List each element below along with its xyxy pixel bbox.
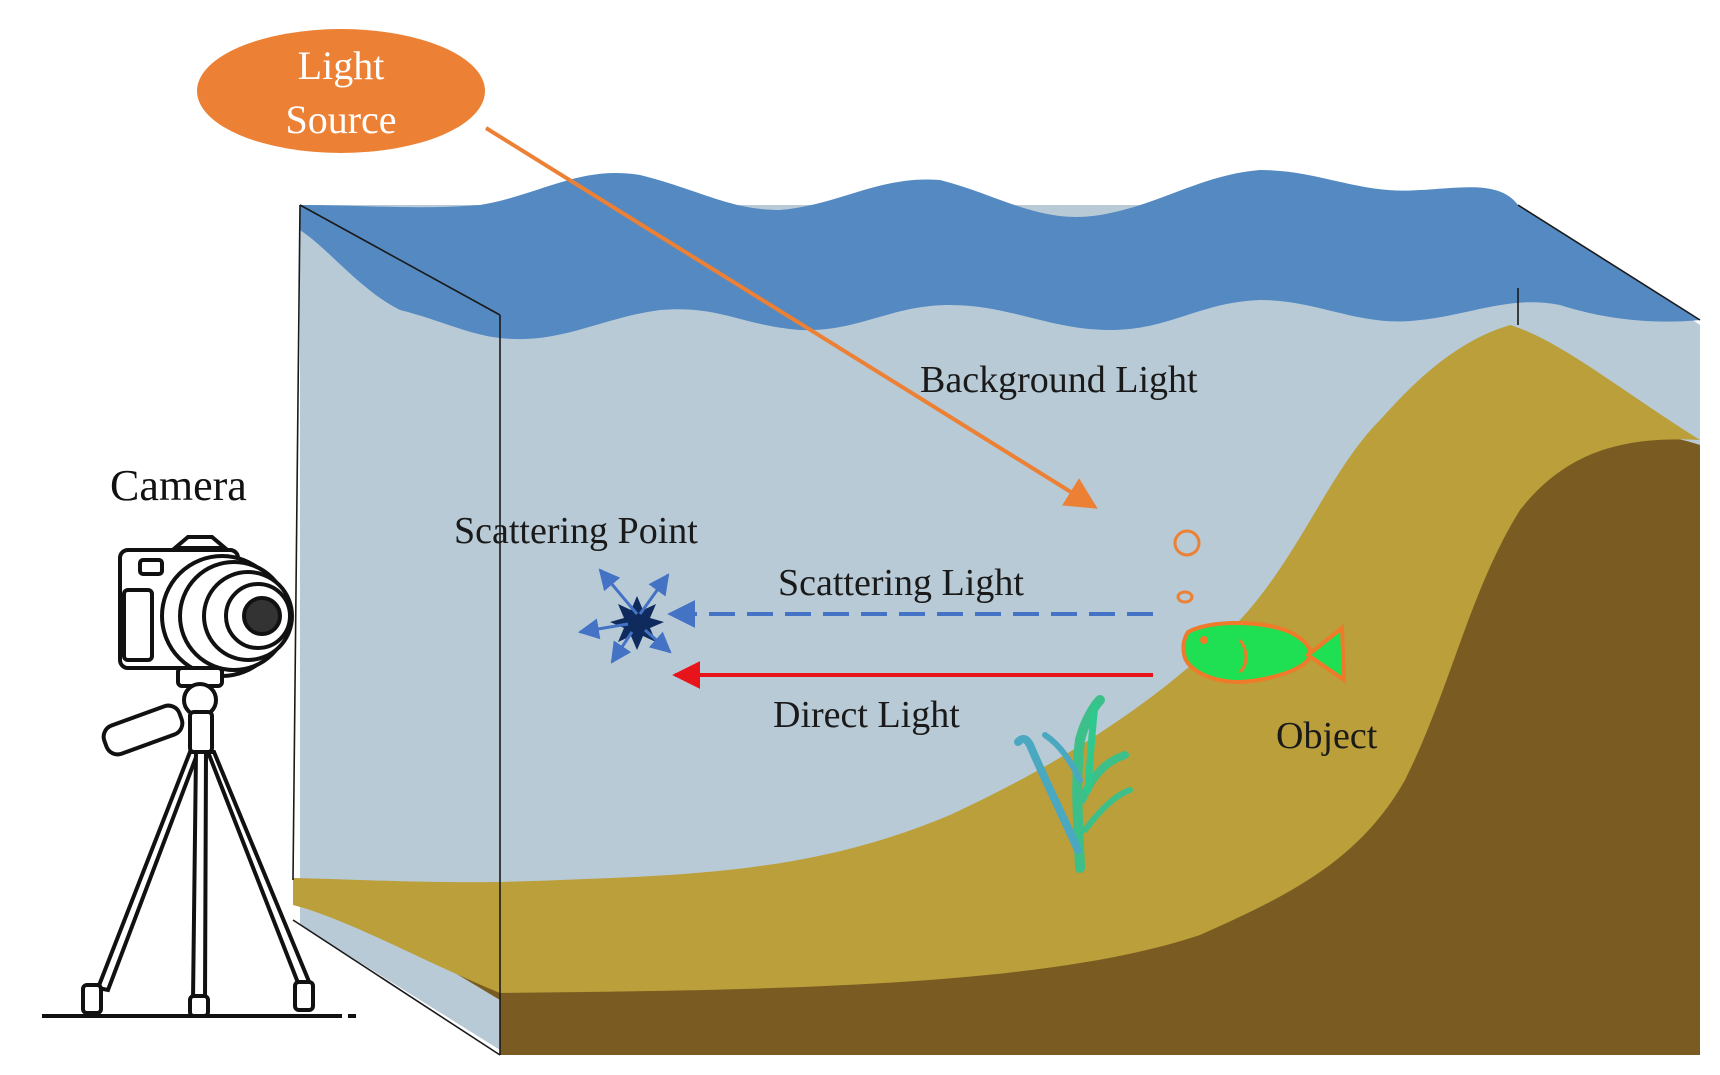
- background-light-ray: [484, 126, 1098, 509]
- soil-dark: [300, 434, 1700, 1000]
- scattering-point-label: Scattering Point: [454, 510, 698, 552]
- sand-slope: [293, 325, 1700, 993]
- light-source-label-line2: Source: [285, 97, 396, 142]
- seaweed-icon: [1014, 695, 1133, 873]
- light-source-label-line1: Light: [298, 43, 385, 88]
- light-source-ellipse: [197, 29, 485, 153]
- camera-icon: [118, 535, 294, 678]
- soil-front: [293, 880, 1700, 1055]
- water-box: [292, 170, 1701, 1056]
- box-edges: [292, 204, 1701, 1056]
- water-surface: [300, 170, 1700, 340]
- fish-icon: [1181, 621, 1347, 685]
- scattering-point-icon: [577, 568, 672, 664]
- direct-light-label: Direct Light: [773, 694, 960, 736]
- camera-label: Camera: [110, 461, 247, 510]
- bubble-icon: [1173, 529, 1201, 604]
- light-source: Light Source: [197, 29, 485, 153]
- tripod-icon: [42, 666, 360, 1018]
- background-light-label: Background Light: [920, 359, 1198, 401]
- object-label: Object: [1276, 715, 1378, 757]
- scattering-light-label: Scattering Light: [778, 562, 1024, 604]
